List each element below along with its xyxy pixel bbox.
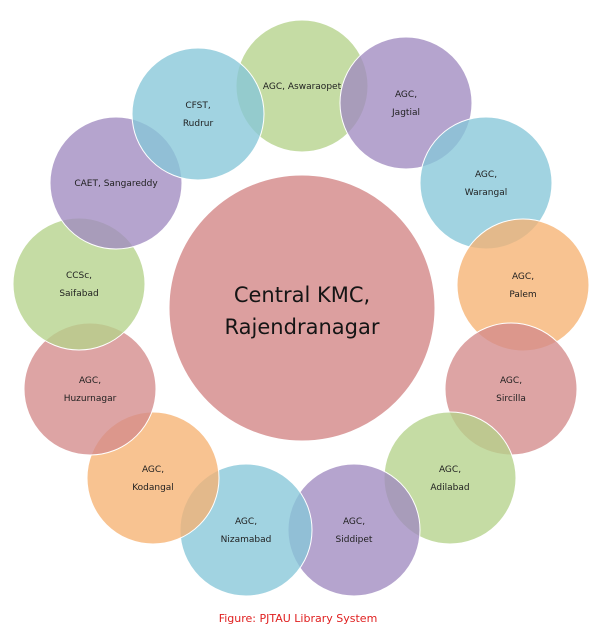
- center-node: Central KMC, Rajendranagar: [168, 174, 436, 442]
- node-label: Jagtial: [391, 108, 420, 118]
- node-agc-siddipet: AGC, Siddipet: [287, 463, 421, 597]
- node-label: CFST,: [185, 101, 210, 111]
- node-label: AGC,: [79, 376, 101, 386]
- node-agc-huzurnagar: AGC, Huzurnagar: [23, 322, 157, 456]
- node-label: AGC,: [512, 272, 534, 282]
- node-label: AGC,: [142, 465, 164, 475]
- node-label: Warangal: [465, 188, 508, 198]
- node-label: Adilabad: [430, 483, 469, 493]
- node-label: AGC,: [235, 517, 257, 527]
- center-label: Rajendranagar: [225, 315, 380, 339]
- node-label: AGC,: [475, 170, 497, 180]
- node-circle: [131, 47, 265, 181]
- satellite-nodes: AGC, AswaraopetAGC,JagtialAGC,WarangalAG…: [12, 19, 590, 597]
- center-label: Central KMC,: [234, 283, 370, 307]
- node-label: CCSc,: [66, 271, 92, 281]
- node-label: AGC,: [343, 517, 365, 527]
- node-label: AGC,: [439, 465, 461, 475]
- node-label: Saifabad: [59, 289, 98, 299]
- node-label: Sircilla: [496, 394, 526, 404]
- node-label: Huzurnagar: [64, 394, 117, 404]
- node-label: AGC, Aswaraopet: [263, 82, 342, 92]
- node-label: AGC,: [395, 90, 417, 100]
- node-label: Siddipet: [336, 535, 373, 545]
- node-label: AGC,: [500, 376, 522, 386]
- node-label: Rudrur: [183, 119, 214, 129]
- node-cfst-rudrur: CFST, Rudrur: [131, 47, 265, 181]
- center-circle: [168, 174, 436, 442]
- node-label: Nizamabad: [221, 535, 272, 545]
- figure-caption: Figure: PJTAU Library System: [218, 612, 378, 625]
- node-label: Palem: [509, 290, 536, 300]
- node-label: Kodangal: [132, 483, 174, 493]
- node-label: CAET, Sangareddy: [74, 179, 158, 189]
